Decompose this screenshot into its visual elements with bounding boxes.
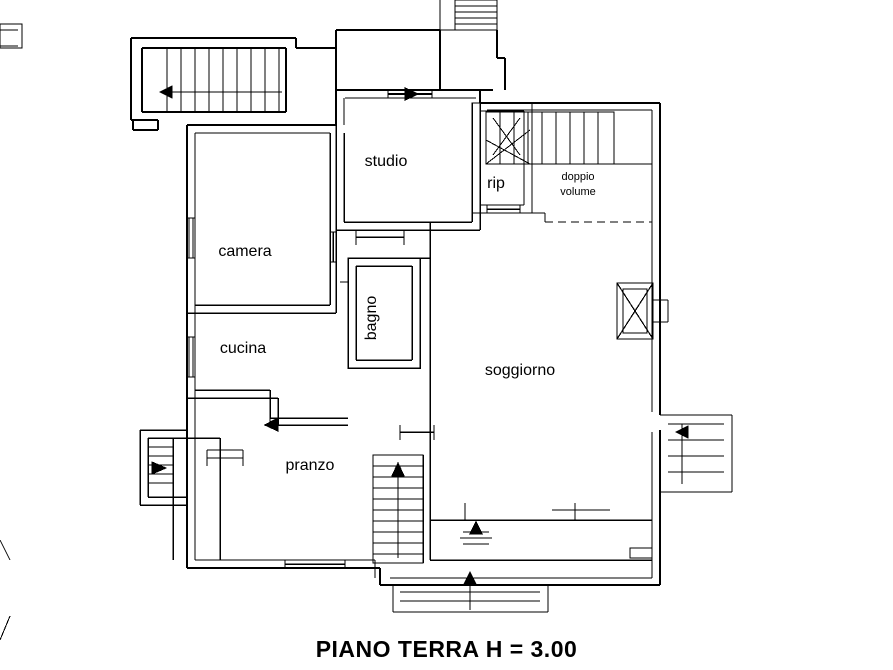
fireplace-bay — [616, 282, 669, 340]
plan-caption: PIANO TERRA H = 3.00 — [315, 636, 578, 662]
room-label-studio: studio — [365, 153, 408, 170]
bottom-threshold-marks — [460, 503, 610, 545]
pranzo-window — [206, 449, 244, 466]
room-label-camera: camera — [218, 243, 271, 260]
studio-door — [387, 87, 433, 101]
room-label-doppio-volume-line1: doppio — [561, 171, 594, 183]
pranzo-balcony-hatch — [148, 446, 173, 484]
internal-winder-stair — [485, 111, 615, 165]
room-label-pranzo: pranzo — [286, 457, 335, 474]
upper-left-stair-treads — [158, 48, 282, 112]
pranzo-room-walls — [139, 429, 221, 560]
hall-door-upper — [399, 425, 435, 440]
pranzo-door-bottom — [284, 560, 346, 568]
top-entry-stair — [439, 0, 498, 31]
bottom-exterior-stair — [392, 570, 549, 613]
cucina-room-walls — [187, 389, 348, 426]
upper-left-notch — [0, 23, 23, 49]
lower-internal-stair — [372, 454, 424, 564]
camera-window — [187, 217, 195, 259]
rip-room — [471, 102, 533, 214]
cucina-window — [187, 336, 195, 378]
right-terrace-stair — [660, 414, 733, 493]
rip-door — [486, 205, 521, 213]
corridor-door-1 — [355, 230, 405, 245]
room-label-doppio-volume-line2: volume — [560, 186, 595, 198]
soggiorno-walls — [420, 222, 652, 563]
cucina-door — [263, 393, 279, 432]
main-body-outline — [186, 89, 661, 586]
exterior-walls — [130, 29, 506, 131]
doppio-volume-area — [531, 163, 652, 223]
room-label-rip: rip — [487, 175, 505, 192]
room-labels: studio rip doppio volume camera cucina b… — [218, 153, 595, 474]
room-label-bagno: bagno — [363, 296, 380, 341]
plan-geometry — [0, 0, 733, 641]
sheet-edge-marks — [0, 29, 18, 641]
room-label-soggiorno: soggiorno — [485, 362, 555, 379]
bagno-door — [340, 281, 349, 310]
studio-room-walls — [335, 103, 481, 231]
bagno-room-walls — [347, 257, 421, 369]
camera-room-walls — [187, 125, 337, 314]
bottom-right-step — [629, 547, 653, 559]
camera-door — [330, 231, 336, 263]
room-label-cucina: cucina — [220, 340, 266, 357]
